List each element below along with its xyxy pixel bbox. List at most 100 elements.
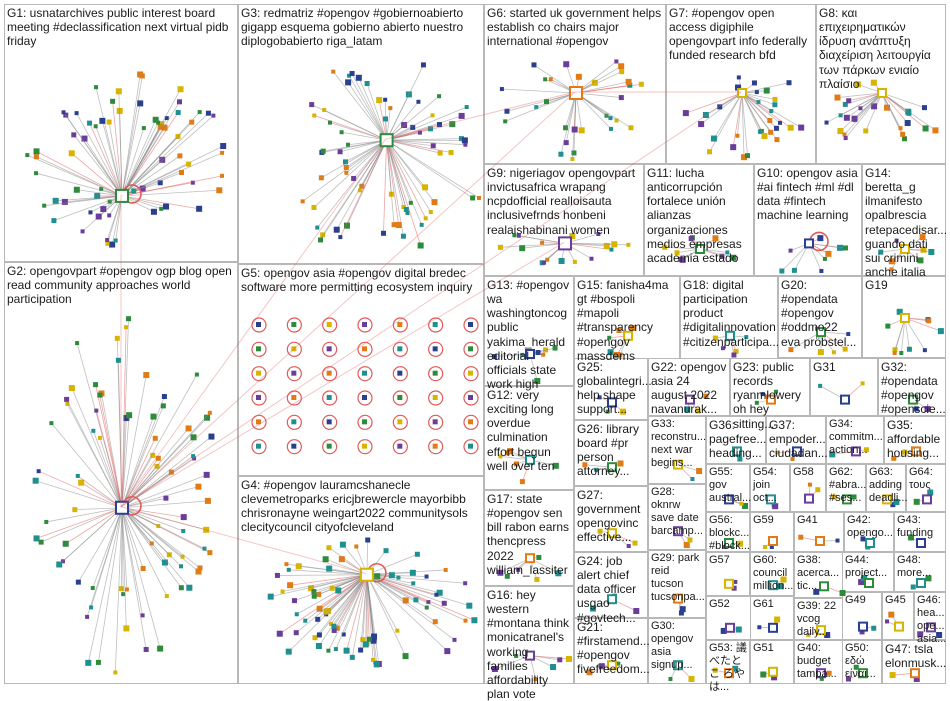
hub-node[interactable] bbox=[725, 539, 733, 547]
node[interactable] bbox=[531, 62, 536, 67]
node[interactable] bbox=[161, 403, 166, 408]
node[interactable] bbox=[806, 633, 810, 637]
node[interactable] bbox=[115, 336, 120, 341]
hub-node[interactable] bbox=[817, 669, 825, 677]
node[interactable] bbox=[96, 214, 102, 220]
node[interactable] bbox=[516, 568, 520, 572]
node[interactable] bbox=[512, 233, 516, 237]
node[interactable] bbox=[459, 113, 465, 119]
node[interactable] bbox=[397, 419, 402, 424]
node[interactable] bbox=[618, 460, 624, 466]
node[interactable] bbox=[338, 149, 343, 154]
hub-node[interactable] bbox=[817, 328, 825, 336]
node[interactable] bbox=[335, 587, 341, 593]
node[interactable] bbox=[75, 111, 79, 115]
node[interactable] bbox=[256, 322, 261, 327]
hub-node[interactable] bbox=[878, 89, 886, 97]
node[interactable] bbox=[94, 124, 98, 128]
node[interactable] bbox=[844, 115, 850, 121]
node[interactable] bbox=[675, 250, 680, 255]
node[interactable] bbox=[498, 245, 503, 250]
node[interactable] bbox=[433, 619, 438, 624]
node[interactable] bbox=[761, 133, 767, 139]
node[interactable] bbox=[730, 144, 736, 150]
node[interactable] bbox=[140, 73, 145, 78]
node[interactable] bbox=[94, 409, 98, 413]
node[interactable] bbox=[281, 590, 285, 594]
node[interactable] bbox=[843, 347, 848, 352]
node[interactable] bbox=[468, 322, 473, 327]
node[interactable] bbox=[89, 605, 93, 609]
node[interactable] bbox=[383, 116, 388, 121]
hub-node[interactable] bbox=[116, 502, 128, 514]
node[interactable] bbox=[420, 223, 424, 227]
node[interactable] bbox=[125, 587, 129, 591]
node[interactable] bbox=[88, 210, 92, 214]
node[interactable] bbox=[256, 444, 261, 449]
node[interactable] bbox=[507, 448, 513, 454]
node[interactable] bbox=[340, 542, 346, 548]
node[interactable] bbox=[721, 346, 725, 350]
node[interactable] bbox=[818, 349, 824, 355]
hub-node[interactable] bbox=[769, 581, 777, 589]
node[interactable] bbox=[191, 434, 197, 440]
node[interactable] bbox=[689, 236, 694, 241]
hub-node[interactable] bbox=[526, 350, 534, 358]
node[interactable] bbox=[468, 444, 473, 449]
node[interactable] bbox=[893, 499, 899, 505]
node[interactable] bbox=[514, 654, 518, 658]
node[interactable] bbox=[287, 582, 293, 588]
node[interactable] bbox=[628, 125, 633, 130]
hub-node[interactable] bbox=[526, 554, 534, 562]
node[interactable] bbox=[618, 63, 624, 69]
hub-node[interactable] bbox=[865, 579, 873, 587]
node[interactable] bbox=[141, 613, 145, 617]
node[interactable] bbox=[327, 346, 332, 351]
node[interactable] bbox=[553, 346, 558, 351]
node[interactable] bbox=[609, 127, 613, 131]
node[interactable] bbox=[317, 632, 322, 637]
node[interactable] bbox=[208, 434, 214, 440]
hub-node[interactable] bbox=[895, 623, 903, 631]
node[interactable] bbox=[326, 566, 332, 572]
node[interactable] bbox=[763, 545, 767, 549]
node[interactable] bbox=[923, 348, 927, 352]
node[interactable] bbox=[534, 378, 540, 384]
node[interactable] bbox=[256, 395, 261, 400]
node[interactable] bbox=[906, 111, 911, 116]
node[interactable] bbox=[854, 665, 859, 670]
node[interactable] bbox=[326, 649, 330, 653]
node[interactable] bbox=[928, 249, 934, 255]
node[interactable] bbox=[626, 79, 632, 85]
node[interactable] bbox=[921, 247, 927, 253]
node[interactable] bbox=[344, 171, 348, 175]
node[interactable] bbox=[330, 586, 335, 591]
node[interactable] bbox=[683, 110, 689, 116]
node[interactable] bbox=[846, 332, 850, 336]
node[interactable] bbox=[555, 570, 561, 576]
node[interactable] bbox=[891, 456, 896, 461]
node[interactable] bbox=[468, 371, 473, 376]
node[interactable] bbox=[492, 666, 498, 672]
node[interactable] bbox=[34, 171, 38, 175]
node[interactable] bbox=[204, 472, 210, 478]
node[interactable] bbox=[449, 121, 455, 127]
node[interactable] bbox=[462, 137, 468, 143]
node[interactable] bbox=[843, 245, 848, 250]
node[interactable] bbox=[345, 79, 351, 85]
hub-node[interactable] bbox=[381, 134, 393, 146]
hub-node[interactable] bbox=[608, 398, 616, 406]
node[interactable] bbox=[632, 541, 637, 546]
hub-node[interactable] bbox=[608, 529, 616, 537]
node[interactable] bbox=[900, 132, 905, 137]
node[interactable] bbox=[596, 232, 600, 236]
node[interactable] bbox=[846, 98, 851, 103]
node[interactable] bbox=[319, 175, 324, 180]
node[interactable] bbox=[51, 218, 56, 223]
node[interactable] bbox=[774, 390, 778, 394]
node[interactable] bbox=[922, 105, 927, 110]
node[interactable] bbox=[326, 545, 331, 550]
node[interactable] bbox=[396, 222, 402, 228]
node[interactable] bbox=[452, 638, 456, 642]
node[interactable] bbox=[362, 395, 367, 400]
